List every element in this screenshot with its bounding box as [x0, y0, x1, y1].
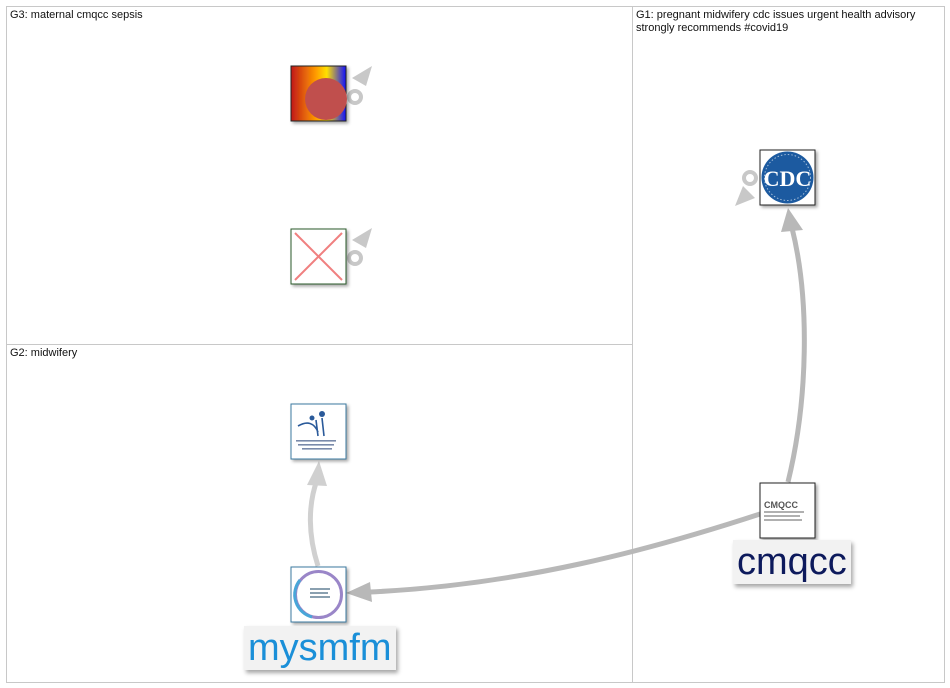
node-cmqcc[interactable]: CMQCC	[759, 482, 816, 539]
edge-arrowhead-cdc	[781, 208, 803, 232]
edge-cmqcc-to-mysmfm	[369, 511, 761, 595]
group-title-g1: G1: pregnant midwifery cdc issues urgent…	[636, 9, 916, 34]
group-title-g2: G2: midwifery	[10, 347, 78, 359]
edge-cmqcc-to-cdc	[785, 227, 807, 483]
node-mysmfm[interactable]	[290, 566, 347, 623]
node-g3-avatar[interactable]	[290, 65, 347, 122]
edge-arrowhead-mysmfm	[346, 582, 372, 602]
group-panel-g3: G3: maternal cmqcc sepsis	[6, 6, 633, 345]
node-cdc[interactable]: CDC	[759, 149, 816, 206]
cdc-logo-text: CDC	[764, 166, 812, 191]
self-loop-g3-top	[347, 66, 372, 105]
self-loop-g3-bottom	[347, 228, 372, 266]
edge-arrowhead-acnm	[307, 461, 327, 486]
self-loop-cdc	[735, 170, 758, 206]
node-label-mysmfm[interactable]: mysmfm	[244, 626, 396, 670]
edge-mysmfm-to-acnm	[307, 479, 321, 567]
node-g3-missing-image[interactable]	[290, 228, 347, 285]
node-acnm[interactable]	[290, 403, 347, 460]
node-label-cmqcc[interactable]: cmqcc	[733, 540, 851, 584]
group-title-g3: G3: maternal cmqcc sepsis	[10, 9, 143, 21]
cmqcc-logo-text: CMQCC	[764, 500, 798, 510]
